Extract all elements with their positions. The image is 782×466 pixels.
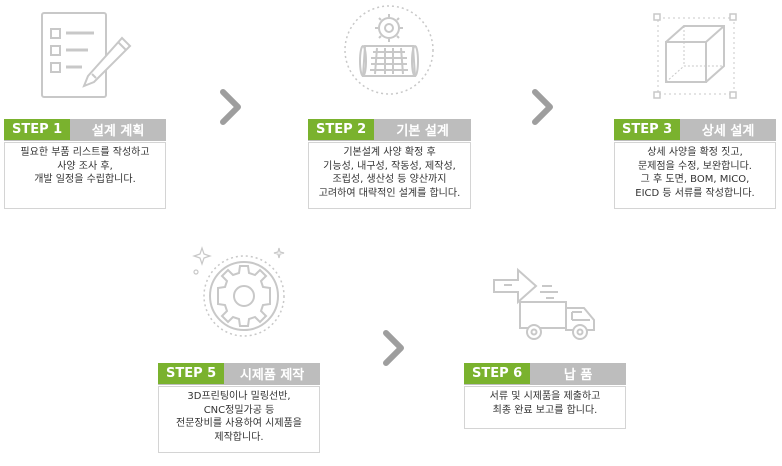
step-title: 설계 계획 — [70, 119, 166, 140]
delivery-truck-icon — [490, 258, 600, 346]
step-title: 시제품 제작 — [224, 363, 320, 384]
gear-sparkle-icon — [192, 244, 292, 348]
step-3-description: 상세 사양을 확정 짓고, 문제점을 수정, 보완합니다. 그 후 도면, BO… — [614, 142, 776, 209]
step-title: 기본 설계 — [374, 119, 471, 140]
step-6-description: 서류 및 시제품을 제출하고 최종 완료 보고를 합니다. — [464, 386, 626, 429]
step-number: STEP 6 — [464, 363, 531, 384]
next-arrow-icon — [381, 329, 407, 371]
step-5-description: 3D프린팅이나 밀링선반, CNC정밀가공 등 전문장비를 사용하여 시제품을 … — [158, 386, 320, 453]
step-title: 납 품 — [530, 363, 626, 384]
checklist-pencil-icon — [38, 10, 133, 106]
step-3-label: STEP 3 상세 설계 — [614, 119, 776, 141]
step-title: 상세 설계 — [680, 119, 776, 140]
step-6-label: STEP 6 납 품 — [464, 363, 626, 385]
next-arrow-icon — [530, 88, 556, 130]
step-5-label: STEP 5 시제품 제작 — [158, 363, 320, 385]
step-2-description: 기본설계 사양 확정 후 기능성, 내구성, 작동성, 제작성, 조립성, 생산… — [308, 142, 471, 209]
step-number: STEP 3 — [614, 119, 681, 140]
next-arrow-icon — [218, 88, 244, 130]
step-number: STEP 2 — [308, 119, 375, 140]
step-1-description: 필요한 부품 리스트를 작성하고 사양 조사 후, 개발 일정을 수립합니다. — [4, 142, 166, 209]
wireframe-cube-icon — [650, 12, 742, 104]
step-number: STEP 5 — [158, 363, 225, 384]
step-1-label: STEP 1 설계 계획 — [4, 119, 166, 141]
step-number: STEP 1 — [4, 119, 71, 140]
step-2-label: STEP 2 기본 설계 — [308, 119, 471, 141]
gear-blueprint-icon — [343, 4, 435, 100]
